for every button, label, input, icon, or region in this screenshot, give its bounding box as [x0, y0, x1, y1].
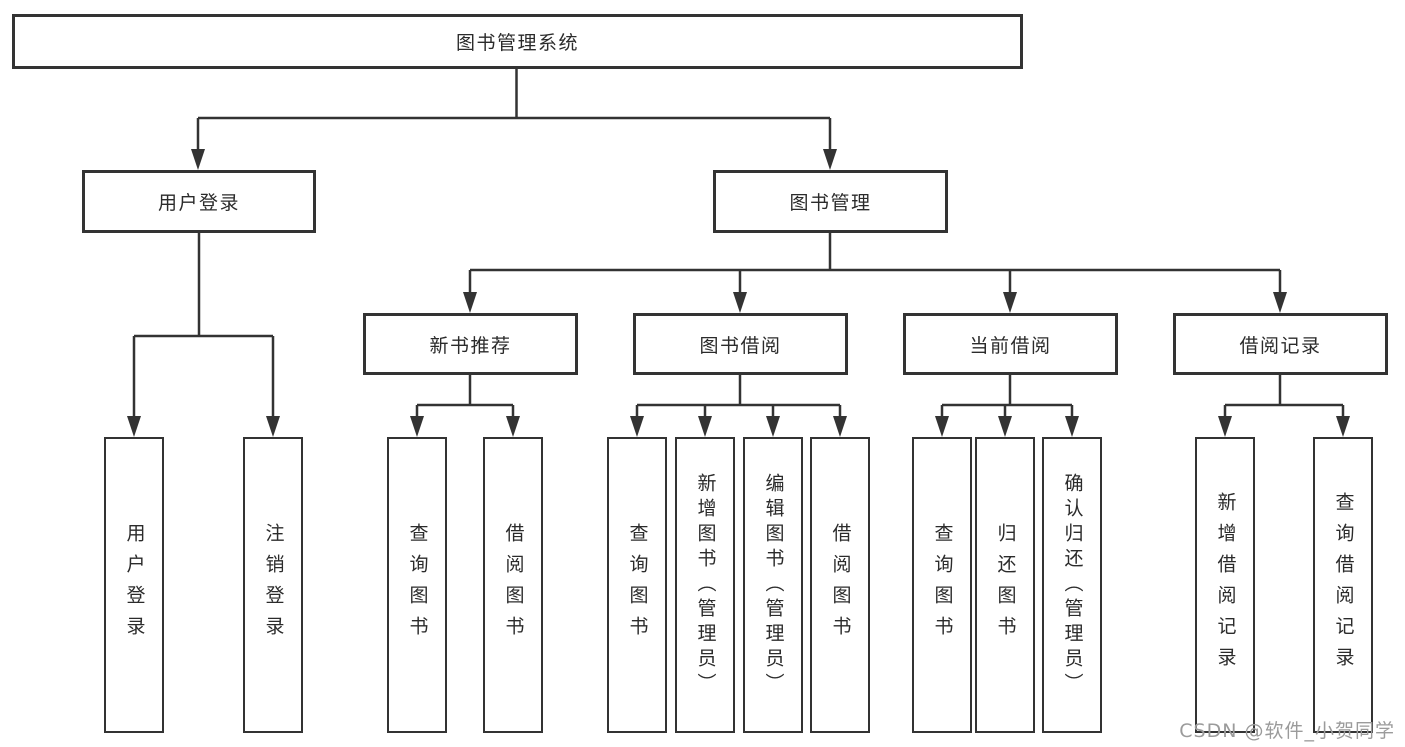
arrowhead — [1218, 416, 1232, 437]
node-user-login: 用户登录 — [82, 170, 316, 233]
node-new-book-recommend: 新书推荐 — [363, 313, 578, 375]
leaf-query-borrow-record: 查询借阅记录 — [1313, 437, 1373, 733]
arrowhead — [1336, 416, 1350, 437]
arrowhead — [1273, 292, 1287, 313]
leaf-add-borrow-record: 新增借阅记录 — [1195, 437, 1255, 733]
node-book-borrowing: 图书借阅 — [633, 313, 848, 375]
node-label: 图书管理 — [789, 192, 872, 214]
arrowhead — [191, 149, 205, 170]
leaf-label: 借阅图书 — [502, 523, 525, 647]
leaf-user-login: 用户登录 — [104, 437, 164, 733]
arrowhead — [935, 416, 949, 437]
leaf-confirm-return-admin: 确认归还（管理员） — [1042, 437, 1102, 733]
connector-root-path — [196, 68, 832, 151]
leaf-label: 编辑图书（管理员） — [762, 472, 785, 698]
connector-book-borrowing — [630, 375, 847, 437]
node-label: 用户登录 — [157, 192, 240, 214]
node-label: 借阅记录 — [1239, 334, 1322, 357]
node-label: 当前借阅 — [969, 334, 1052, 357]
connector-current-borrowing-path — [940, 375, 1074, 418]
connector-new-book-recommend-path — [415, 375, 515, 418]
node-current-borrowing: 当前借阅 — [903, 313, 1118, 375]
arrowhead — [410, 416, 424, 437]
connector-book-management-path — [468, 233, 1282, 294]
arrowhead — [698, 416, 712, 437]
leaf-label: 查询借阅记录 — [1332, 492, 1355, 678]
leaf-label: 注销登录 — [262, 523, 285, 647]
leaf-label: 确认归还（管理员） — [1061, 472, 1084, 698]
node-root: 图书管理系统 — [12, 14, 1023, 69]
leaf-label: 借阅图书 — [829, 523, 852, 647]
leaf-label: 查询图书 — [931, 523, 954, 647]
leaf-label: 查询图书 — [626, 523, 649, 647]
watermark: CSDN @软件_小贺同学 — [1179, 720, 1395, 742]
connector-current-borrowing — [935, 375, 1079, 437]
arrowhead — [266, 416, 280, 437]
node-label: 新书推荐 — [429, 334, 512, 357]
arrowhead — [823, 149, 837, 170]
arrowhead — [127, 416, 141, 437]
arrowhead — [506, 416, 520, 437]
connector-user-login-path — [132, 233, 275, 418]
leaf-label: 归还图书 — [994, 523, 1017, 647]
arrowhead — [833, 416, 847, 437]
node-borrowing-records: 借阅记录 — [1173, 313, 1388, 375]
connector-user-login — [127, 233, 280, 437]
arrowhead — [1003, 292, 1017, 313]
arrowhead — [998, 416, 1012, 437]
connector-book-management — [463, 233, 1287, 313]
leaf-logout: 注销登录 — [243, 437, 303, 733]
node-label: 图书借阅 — [699, 334, 782, 357]
leaf-return-books: 归还图书 — [975, 437, 1035, 733]
arrowhead — [463, 292, 477, 313]
leaf-label: 查询图书 — [406, 523, 429, 647]
connector-new-book-recommend — [410, 375, 520, 437]
leaf-current-query-books: 查询图书 — [912, 437, 972, 733]
leaf-borrowing-borrow-books: 借阅图书 — [810, 437, 870, 733]
leaf-borrowing-query-books: 查询图书 — [607, 437, 667, 733]
arrowhead — [630, 416, 644, 437]
leaf-label: 新增借阅记录 — [1214, 492, 1237, 678]
leaf-recommend-query-books: 查询图书 — [387, 437, 447, 733]
arrowhead — [733, 292, 747, 313]
arrowhead — [1065, 416, 1079, 437]
connector-borrowing-records — [1218, 375, 1350, 437]
node-book-management: 图书管理 — [713, 170, 948, 233]
leaf-edit-books-admin: 编辑图书（管理员） — [743, 437, 803, 733]
node-label: 图书管理系统 — [455, 32, 579, 54]
leaf-label: 新增图书（管理员） — [694, 472, 717, 698]
leaf-label: 用户登录 — [123, 523, 146, 647]
connector-root — [191, 68, 837, 170]
arrowhead — [766, 416, 780, 437]
leaf-recommend-borrow-books: 借阅图书 — [483, 437, 543, 733]
connector-borrowing-records-path — [1223, 375, 1345, 418]
connector-book-borrowing-path — [635, 375, 842, 418]
leaf-add-books-admin: 新增图书（管理员） — [675, 437, 735, 733]
